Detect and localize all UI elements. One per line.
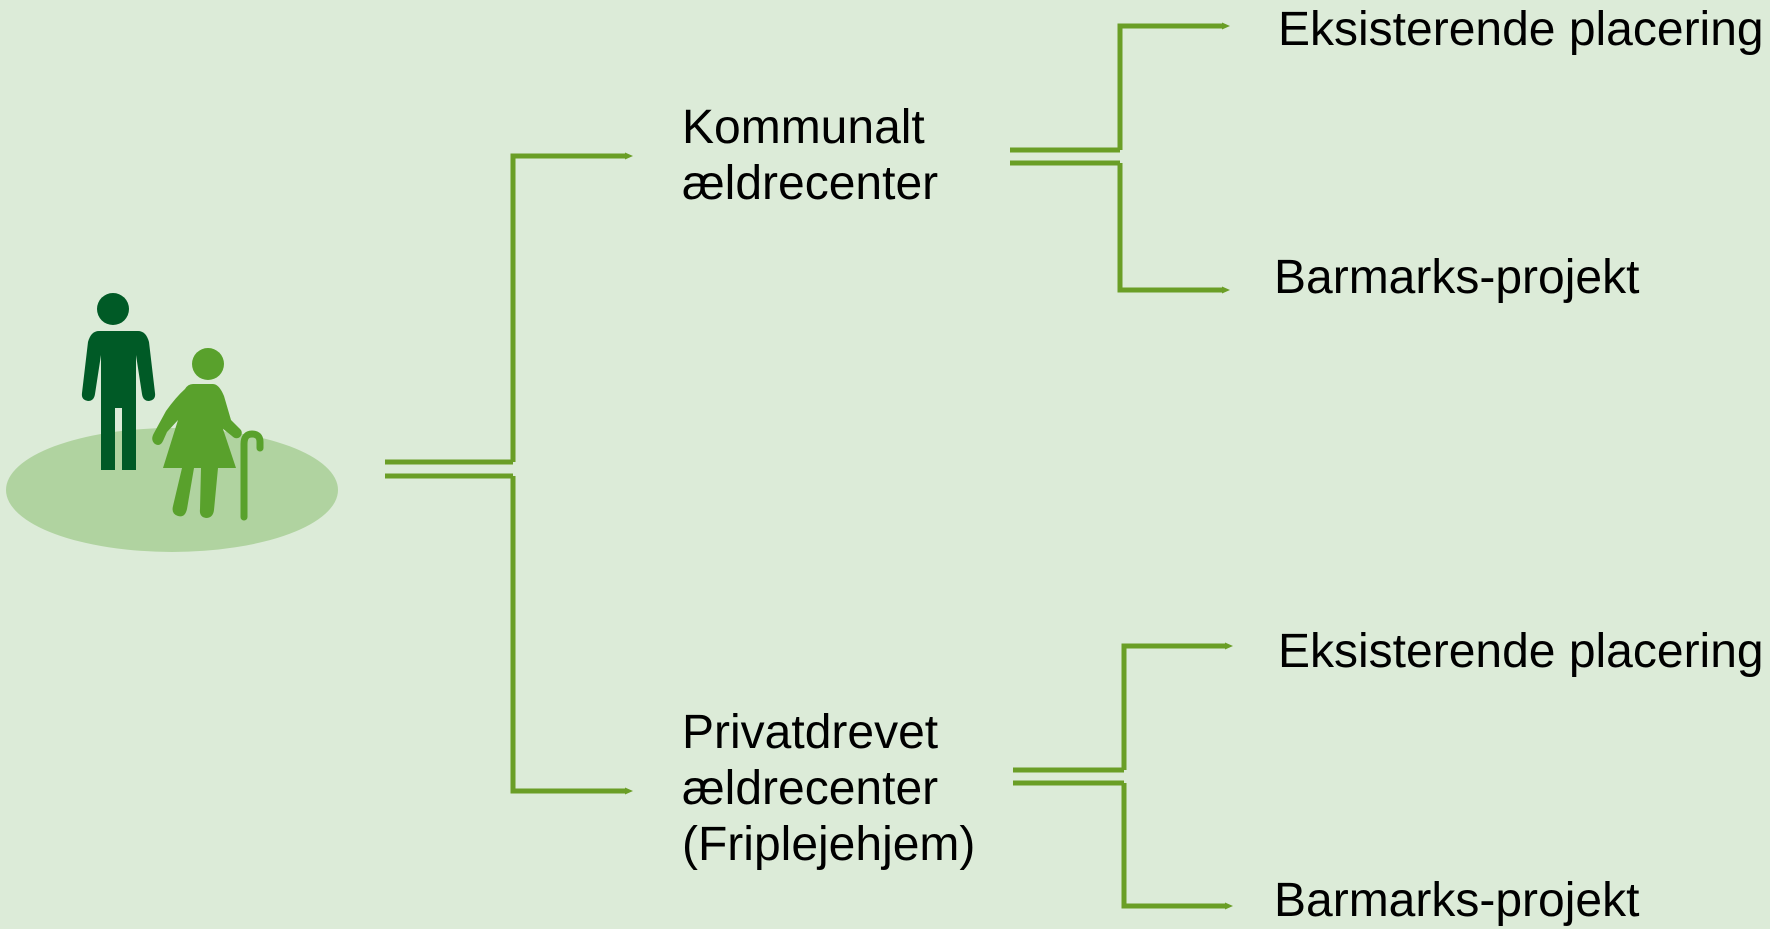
root-connector: [385, 152, 633, 795]
ground-ellipse: [6, 428, 338, 552]
woman-figure-icon: [152, 348, 264, 521]
man-figure-icon: [81, 293, 156, 470]
branch-label-privatdrevet: Privatdrevet ældrecenter (Friplejehjem): [682, 705, 975, 873]
branch-label-line: ældrecenter: [682, 157, 939, 210]
branch-connector-privatdrevet: [1013, 642, 1233, 910]
branch-label-line: (Friplejehjem): [682, 818, 976, 871]
branch-label-line: Privatdrevet: [682, 706, 939, 759]
option-label-barmarks-bottom: Barmarks-projekt: [1274, 874, 1640, 927]
elderly-couple-icon: [6, 293, 338, 552]
option-label-eksisterende-bottom: Eksisterende placering: [1278, 625, 1764, 678]
option-label-barmarks-top: Barmarks-projekt: [1274, 251, 1640, 304]
branch-label-line: ældrecenter: [682, 762, 939, 815]
branch-connector-kommunalt: [1010, 22, 1230, 294]
branch-label-line: Kommunalt: [682, 101, 925, 154]
branch-label-kommunalt: Kommunalt ældrecenter: [682, 100, 938, 212]
option-label-eksisterende-top: Eksisterende placering: [1278, 3, 1764, 56]
